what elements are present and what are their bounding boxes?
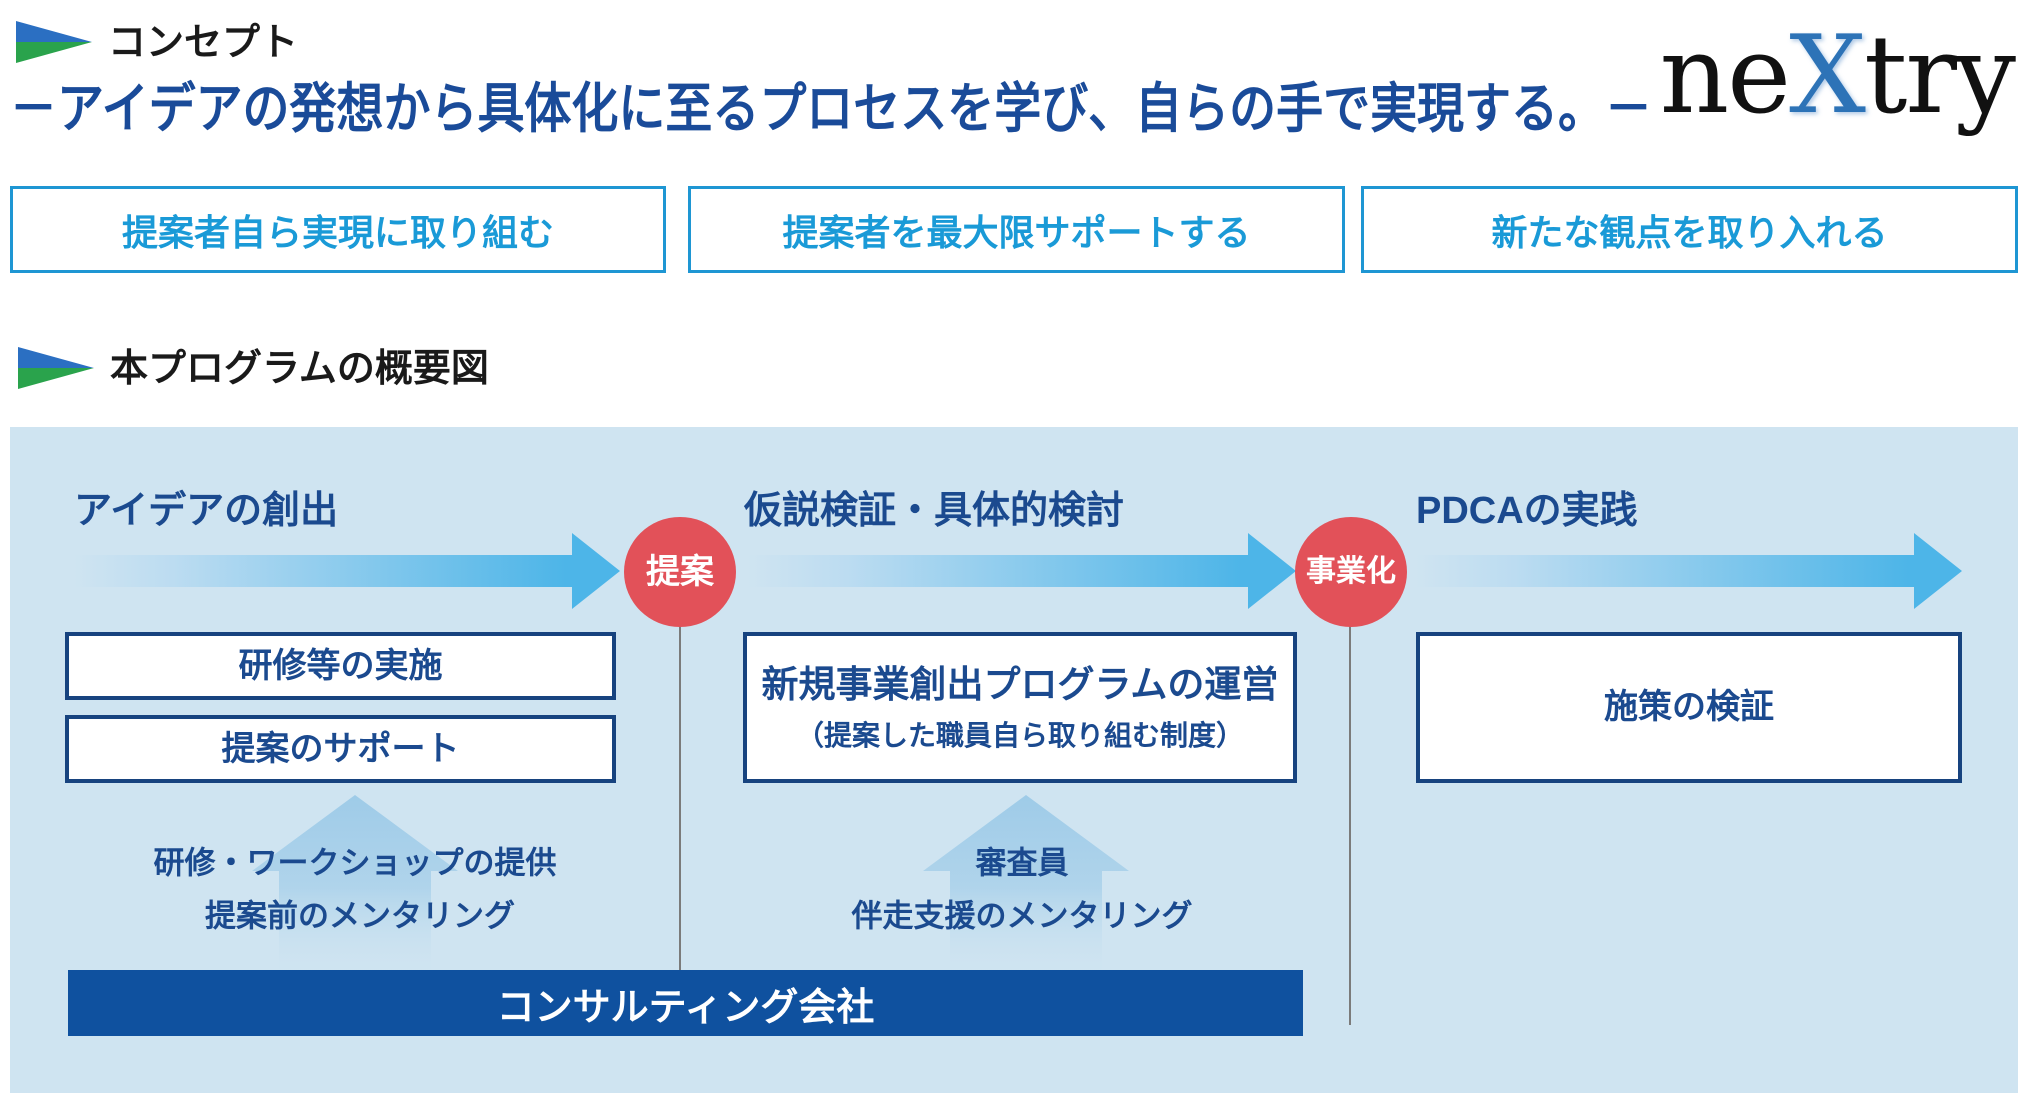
support-2-line-1: 審査員 [975, 845, 1069, 881]
box-new-business-program: 新規事業創出プログラムの運営 （提案した職員自ら取り組む制度） [743, 632, 1297, 783]
support-up-arrow-2 [923, 795, 1129, 980]
concept-box-1: 提案者自ら実現に取り組む [10, 186, 666, 273]
concept-headline: －アイデアの発想から具体化に至るプロセスを学び、自らの手で実現する。－ [10, 79, 1652, 139]
section-marker-icon [16, 21, 92, 63]
concept-box-2: 提案者を最大限サポートする [688, 186, 1345, 273]
consulting-company-bar: コンサルティング会社 [68, 970, 1303, 1036]
box-training: 研修等の実施 [65, 632, 616, 700]
box-verification-label: 施策の検証 [1604, 688, 1774, 727]
support-up-arrow-1 [252, 795, 458, 980]
box-training-label: 研修等の実施 [238, 646, 443, 685]
phase-title-hypothesis: 仮説検証・具体的検討 [744, 490, 1125, 532]
milestone-drop-line-1 [679, 625, 681, 970]
logo-text-post: try [1863, 13, 2016, 138]
phase-title-pdca: PDCAの実践 [1416, 490, 1638, 532]
box-proposal-support: 提案のサポート [65, 715, 616, 783]
phase-title-idea-creation: アイデアの創出 [74, 490, 339, 532]
flow-arrow-3 [1416, 533, 1962, 609]
section-title-concept: コンセプト [108, 22, 299, 64]
box-proposal-support-label: 提案のサポート [221, 729, 460, 768]
program-overview-panel: アイデアの創出 仮説検証・具体的検討 PDCAの実践 [10, 427, 2018, 1093]
support-1-line-1: 研修・ワークショップの提供 [153, 845, 557, 881]
flow-arrow-1 [74, 533, 620, 609]
section-title-overview: 本プログラムの概要図 [110, 348, 489, 390]
support-2-line-2: 伴走支援のメンタリング [851, 898, 1193, 934]
concept-box-3: 新たな観点を取り入れる [1361, 186, 2018, 273]
logo-text-pre: ne [1659, 13, 1791, 138]
milestone-drop-line-2 [1349, 625, 1351, 1025]
support-1-line-2: 提案前のメンタリング [205, 898, 515, 934]
nextry-logo: neXtry [1660, 22, 2016, 130]
box-program-title: 新規事業創出プログラムの運営 [761, 663, 1279, 705]
flow-arrow-2 [748, 533, 1296, 609]
box-program-note: （提案した職員自ら取り組む制度） [795, 720, 1244, 752]
logo-text-x: X [1789, 13, 1866, 138]
milestone-commercialization: 事業化 [1295, 517, 1407, 627]
milestone-proposal: 提案 [624, 517, 736, 627]
section-marker-icon [18, 347, 94, 389]
box-verification: 施策の検証 [1416, 632, 1962, 783]
